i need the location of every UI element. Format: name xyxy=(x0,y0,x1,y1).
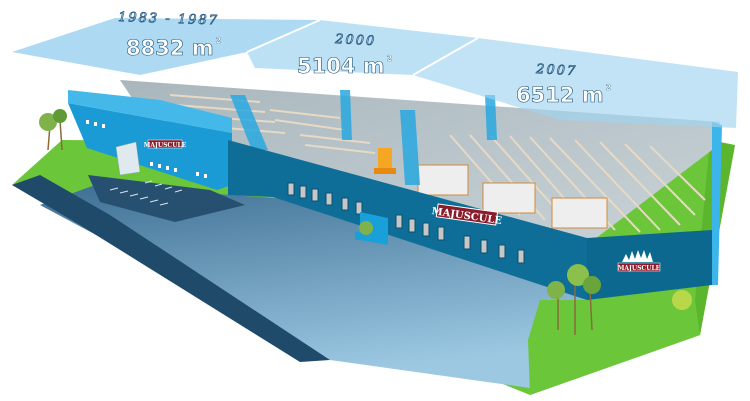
pallet-stacks xyxy=(417,164,608,229)
logo-text: MAJUSCULE xyxy=(618,265,661,272)
company-logo: MAJUSCULE xyxy=(618,250,661,272)
phase-2-area: 5104 m xyxy=(297,54,385,78)
tree xyxy=(583,276,601,331)
road xyxy=(12,175,330,362)
partition-walls xyxy=(230,90,497,185)
plan-divider xyxy=(246,19,321,53)
parking-lines xyxy=(109,180,183,206)
pavement xyxy=(40,185,590,388)
plan-1983-1987 xyxy=(12,18,320,75)
trees xyxy=(39,109,692,335)
floor-plan-overlay: 1983 - 1987 8832 m 2 2000 5104 m 2 2007 … xyxy=(12,10,738,128)
phase-3-area: 6512 m xyxy=(516,83,604,107)
phase-3-exponent: 2 xyxy=(606,83,612,92)
tree xyxy=(39,113,57,151)
tree xyxy=(672,290,692,310)
office-building: MAJUSCULE xyxy=(68,90,232,190)
phase-1-exponent: 2 xyxy=(216,36,222,45)
plan-2000 xyxy=(247,20,478,75)
office-sign xyxy=(147,139,183,149)
facade-sign xyxy=(435,203,499,226)
parking-lot xyxy=(88,175,245,222)
phase-1-area: 8832 m xyxy=(126,36,214,60)
phase-2-years: 2000 xyxy=(334,32,377,49)
planter xyxy=(355,221,377,240)
plan-divider xyxy=(412,37,479,76)
phase-3-years: 2007 xyxy=(535,62,578,79)
forklift xyxy=(374,148,396,174)
lawn-right xyxy=(528,285,700,395)
tree xyxy=(567,264,589,335)
glass-entrance xyxy=(115,141,141,176)
plan-2007 xyxy=(413,38,738,128)
tree xyxy=(547,281,565,330)
facade-windows xyxy=(287,182,525,264)
phase-2-exponent: 2 xyxy=(387,54,393,63)
phase-1-years: 1983 - 1987 xyxy=(118,10,219,29)
warehouse-facade: MAJUSCULE MAJUSCULE xyxy=(228,122,722,300)
tree xyxy=(53,109,67,151)
office-windows xyxy=(86,120,207,178)
office-sign-text: MAJUSCULE xyxy=(144,142,187,149)
